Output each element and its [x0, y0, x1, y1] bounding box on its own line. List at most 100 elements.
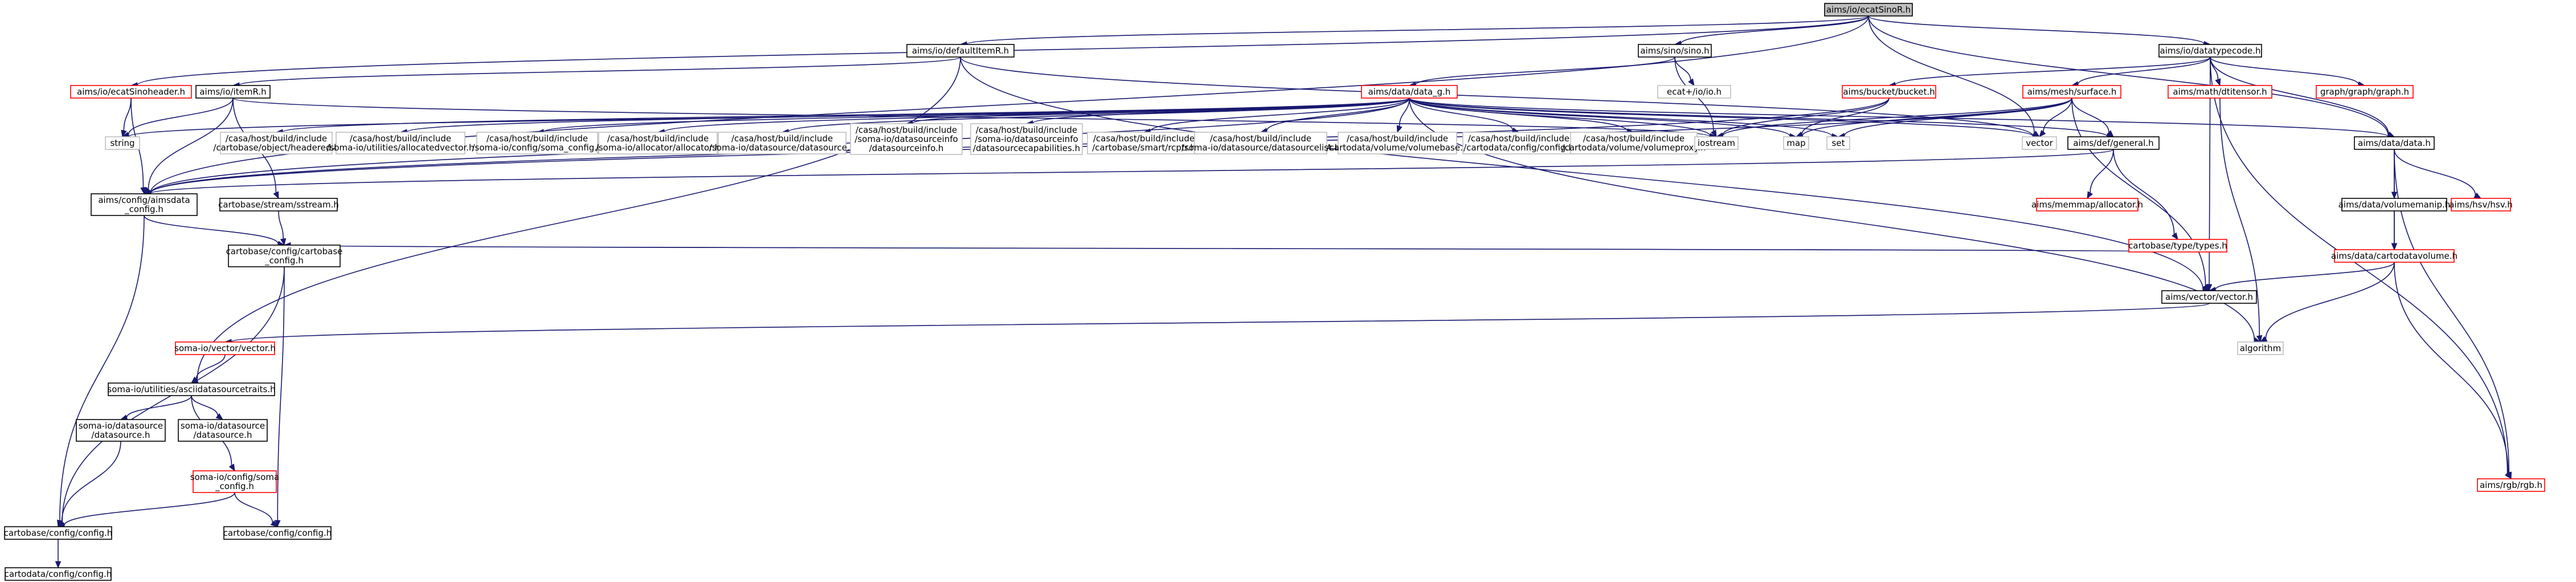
edge-cb_sstream-to-cb_config	[278, 210, 287, 246]
node-cartobase-config-config-h[interactable]: cartobase/config/config.h	[223, 526, 332, 540]
node-label: aims/io/ecatSinoheader.h	[77, 87, 185, 97]
edge-cartodatavolume-to-vectorh	[2208, 262, 2395, 293]
edge-line	[1415, 56, 1675, 86]
node-algorithm[interactable]: algorithm	[2237, 341, 2284, 355]
node-aims-io-ecatsinoheader-h[interactable]: aims/io/ecatSinoheader.h	[70, 85, 192, 99]
arrowhead-icon	[2505, 471, 2512, 480]
node-box	[2354, 136, 2435, 150]
node-box	[2158, 44, 2262, 58]
edge-line	[2043, 97, 2072, 132]
node-aims-math-dtitensor-h[interactable]: aims/math/dtitensor.h	[2168, 85, 2272, 99]
node-label: iostream	[1698, 138, 1735, 148]
node-box	[1783, 136, 1809, 150]
edge-line	[1409, 97, 2108, 137]
node-aims-sino-sino-h[interactable]: aims/sino/sino.h	[1638, 44, 1712, 58]
node-cartobase-config-config-h[interactable]: cartobase/config/config.h	[4, 526, 113, 540]
node-map[interactable]: map	[1783, 136, 1809, 150]
node-aims-io-datatypecode-h[interactable]: aims/io/datatypecode.h	[2158, 44, 2262, 58]
node-casa-host-build-include-cartodata-volume-volumeproxy-h[interactable]: /casa/host/build/include/cartodata/volum…	[1562, 132, 1706, 154]
node-box	[2128, 239, 2227, 253]
arrowhead-icon	[190, 376, 199, 384]
node-label: _config.h	[215, 481, 254, 492]
node-aims-vector-vector-h[interactable]: aims/vector/vector.h	[2161, 290, 2257, 304]
node-casa-host-build-include-soma-io-utilities-allocatedvector-h[interactable]: /casa/host/build/include/soma-io/utiliti…	[327, 132, 475, 154]
node-casa-host-build-include-soma-io-datasource-datasource-h[interactable]: /casa/host/build/include/soma-io/datasou…	[709, 132, 855, 154]
node-aims-bucket-bucket-h[interactable]: aims/bucket/bucket.h	[1842, 85, 1936, 99]
node-aims-data-volumemanip-h[interactable]: aims/data/volumemanip.h	[2338, 198, 2451, 211]
node-cartobase-config-cartobase-config-h[interactable]: cartobase/config/cartobase_config.h	[226, 245, 343, 267]
edge-line	[2077, 56, 2211, 85]
node-label: cartobase/type/types.h	[2128, 241, 2227, 251]
edge-line	[2210, 56, 2508, 474]
node-label: aims/bucket/bucket.h	[1843, 87, 1935, 97]
node-label: soma-io/vector/vector.h	[174, 343, 276, 353]
node-label: /casa/host/build/include	[976, 125, 1077, 135]
node-box	[2168, 85, 2272, 99]
edge-line	[59, 215, 145, 521]
edge-line	[61, 441, 121, 522]
node-aims-config-aimsdata-config-h[interactable]: aims/config/aimsdata_config.h	[91, 193, 198, 216]
edge-data-to-hsv	[2394, 149, 2482, 199]
node-casa-host-build-include-cartodata-volume-volumebase-h[interactable]: /casa/host/build/include/cartodata/volum…	[1327, 132, 1469, 154]
node-graph-graph-graph-h[interactable]: graph/graph/graph.h	[2316, 85, 2414, 99]
edge-volumemanip-to-cartodatavolume	[2391, 211, 2398, 251]
node-aims-data-data-g-h[interactable]: aims/data/data_g.h	[1361, 85, 1458, 99]
edge-line	[966, 15, 1869, 45]
edge-line	[239, 56, 961, 86]
edge-ecatsino-to-aimsdata_config	[143, 15, 1869, 197]
arrowhead-icon	[55, 561, 62, 569]
node-soma-io-config-soma-config-h[interactable]: soma-io/config/soma_config.h	[190, 470, 279, 493]
node-label: /datasource.h	[92, 430, 150, 440]
edge-line	[1868, 15, 2035, 133]
node-label: aims/hsv/hsv.h	[2449, 200, 2512, 210]
node-soma-io-datasource-datasource-h[interactable]: soma-io/datasource/datasource.h	[76, 419, 166, 442]
edge-line	[290, 245, 2178, 253]
node-aims-data-data-h[interactable]: aims/data/data.h	[2354, 136, 2435, 150]
node-casa-host-build-include-soma-io-allocator-allocator-h[interactable]: /casa/host/build/include/soma-io/allocat…	[596, 132, 720, 154]
node-casa-host-build-include-soma-io-datasourceinfo-datasourceinfo-h[interactable]: /casa/host/build/include/soma-io/datasou…	[850, 123, 963, 155]
edge-surface-to-vector	[2039, 97, 2072, 138]
node-box	[2237, 341, 2284, 355]
node-vector[interactable]: vector	[2022, 136, 2057, 150]
edge-soma_config2-to-cb_configconfig	[234, 492, 279, 527]
node-casa-host-build-include-cartodata-config-config-h[interactable]: /casa/host/build/include/cartodata/confi…	[1462, 132, 1575, 154]
node-label: aims/config/aimsdata	[98, 195, 190, 205]
edge-line	[148, 97, 234, 189]
node-casa-host-build-include-soma-io-config-soma-config-h[interactable]: /casa/host/build/include/soma-io/config/…	[472, 132, 603, 154]
node-aims-io-itemr-h[interactable]: aims/io/itemR.h	[195, 85, 271, 99]
edge-line	[2113, 149, 2175, 235]
node-iostream[interactable]: iostream	[1694, 136, 1739, 150]
node-soma-io-datasource-datasource-h[interactable]: soma-io/datasource/datasource.h	[178, 419, 268, 442]
node-label: cartobase/config/cartobase	[226, 246, 343, 257]
node-label: /soma-io/datasourceinfo	[975, 134, 1078, 144]
node-aims-data-cartodatavolume-h[interactable]: aims/data/cartodatavolume.h	[2331, 249, 2458, 263]
node-cartobase-stream-sstream-h[interactable]: cartobase/stream/sstream.h	[218, 198, 339, 211]
node-cartobase-type-types-h[interactable]: cartobase/type/types.h	[2128, 239, 2227, 253]
node-set[interactable]: set	[1826, 136, 1850, 150]
node-string[interactable]: string	[105, 136, 140, 150]
node-soma-io-utilities-asciidatasourcetraits-h[interactable]: soma-io/utilities/asciidatasourcetraits.…	[107, 382, 276, 396]
node-box	[2022, 85, 2121, 99]
arrowhead-icon	[2107, 130, 2114, 137]
node-casa-host-build-include-soma-io-datasource-datasourcelist-h[interactable]: /casa/host/build/include/soma-io/datasou…	[1181, 132, 1340, 154]
node-cartodata-config-config-h[interactable]: cartodata/config/config.h	[5, 567, 112, 581]
edge-line	[234, 492, 273, 523]
node-label: aims/memmap/allocator.h	[2031, 200, 2143, 210]
edge-soma_config2-to-cb_configconfig2	[57, 492, 235, 528]
node-aims-io-defaultitemr-h[interactable]: aims/io/defaultItemR.h	[906, 44, 1015, 58]
node-ecat-io-io-h[interactable]: ecat+/io/io.h	[1657, 85, 1731, 99]
node-box	[1570, 132, 1698, 154]
node-aims-def-general-h[interactable]: aims/def/general.h	[2067, 136, 2160, 150]
node-aims-hsv-hsv-h[interactable]: aims/hsv/hsv.h	[2449, 198, 2513, 211]
node-soma-io-vector-vector-h[interactable]: soma-io/vector/vector.h	[174, 341, 276, 355]
edge-line	[1150, 97, 1410, 132]
node-label: soma-io/utilities/asciidatasourcetraits.…	[107, 384, 275, 394]
node-casa-host-build-include-soma-io-datasourceinfo-datasourcecapabilities-h[interactable]: /casa/host/build/include/soma-io/datasou…	[970, 123, 1083, 155]
node-aims-memmap-allocator-h[interactable]: aims/memmap/allocator.h	[2031, 198, 2143, 211]
node-aims-mesh-surface-h[interactable]: aims/mesh/surface.h	[2022, 85, 2121, 99]
edge-line	[1722, 97, 1890, 136]
node-aims-rgb-rgb-h[interactable]: aims/rgb/rgb.h	[2477, 478, 2545, 492]
edge-line	[277, 266, 285, 521]
node-casa-host-build-include-cartobase-object-headered-h[interactable]: /casa/host/build/include/cartobase/objec…	[213, 132, 340, 154]
node-casa-host-build-include-cartobase-smart-rcptr-h[interactable]: /casa/host/build/include/cartobase/smart…	[1087, 132, 1201, 154]
